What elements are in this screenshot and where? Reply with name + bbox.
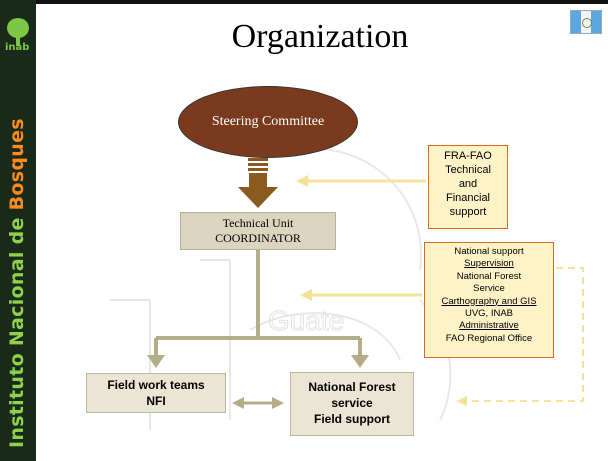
bidirectional-arrow-icon <box>232 397 284 409</box>
steering-committee-node: Steering Committee <box>178 86 358 158</box>
field-work-teams-node: Field work teams NFI <box>86 373 226 413</box>
fra-line: Technical <box>445 164 491 176</box>
national-support-line: Administrative <box>459 320 519 332</box>
tree-logo-icon <box>7 18 29 46</box>
national-forest-line1: National Forest <box>308 380 396 394</box>
fra-line: FRA-FAO <box>444 150 492 162</box>
technical-unit-node: Technical Unit COORDINATOR <box>180 212 336 250</box>
page-title: Organization <box>231 18 409 55</box>
fra-line: support <box>449 206 487 218</box>
field-teams-line1: Field work teams <box>107 378 205 392</box>
national-forest-line3: Field support <box>314 412 390 426</box>
national-forest-line2: service <box>331 396 373 410</box>
guatemala-flag-icon <box>570 10 602 34</box>
field-teams-line2: NFI <box>146 394 166 408</box>
national-support-arrow <box>300 289 422 301</box>
national-support-line: UVG, INAB <box>464 308 514 320</box>
steering-committee-label: Steering Committee <box>211 114 325 129</box>
technical-unit-line2: COORDINATOR <box>215 231 301 245</box>
national-support-line: Service <box>473 283 505 295</box>
national-support-line: National Forest <box>456 270 522 282</box>
top-border <box>36 0 608 4</box>
flag-emblem-icon <box>582 18 592 28</box>
national-support-line: Supervision <box>464 258 514 270</box>
national-forest-service-node: National Forest service Field support <box>290 372 414 436</box>
fra-line: Financial <box>445 192 491 204</box>
national-support-line: Carthography and GIS <box>441 295 537 307</box>
technical-unit-line1: Technical Unit <box>222 216 294 230</box>
logo-text: inab <box>5 42 30 53</box>
fra-line: and <box>458 178 478 190</box>
national-support-line: FAO Regional Office <box>445 332 533 344</box>
watermark-text: Guate <box>268 305 344 336</box>
org-tree-connector <box>154 250 362 356</box>
arrow-down-field-teams-icon <box>147 355 165 368</box>
steering-down-arrow-icon <box>238 158 278 208</box>
national-support-box: National support Supervision National Fo… <box>424 242 554 358</box>
fra-support-arrow <box>296 175 426 187</box>
arrow-down-national-forest-icon <box>351 355 369 368</box>
sidebar: inab Instituto Nacional de Bosques <box>0 0 36 461</box>
fra-fao-support-box: FRA-FAO Technical and Financial support <box>428 145 508 229</box>
national-support-dashed-connector <box>456 267 584 406</box>
national-support-line: National support <box>454 246 524 257</box>
